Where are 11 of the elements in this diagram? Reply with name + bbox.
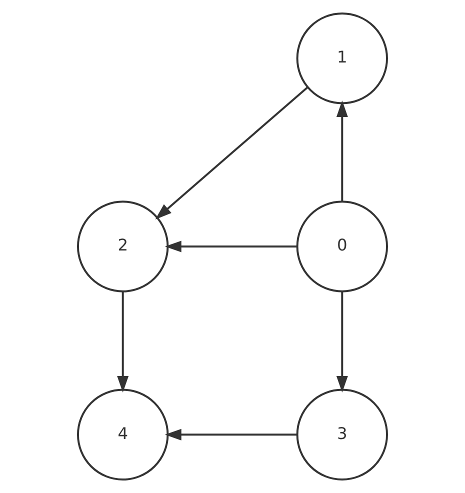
node-circle: 1 xyxy=(296,12,388,104)
node-circle: 0 xyxy=(296,200,388,292)
arrow xyxy=(336,292,348,392)
arrow xyxy=(164,240,298,252)
node-circle: 3 xyxy=(296,388,388,481)
arrow xyxy=(164,428,298,440)
node-circle: 4 xyxy=(76,388,169,481)
node-circle: 2 xyxy=(76,200,169,292)
arrow xyxy=(117,292,129,392)
arrow xyxy=(336,100,348,202)
arrow xyxy=(155,86,308,220)
